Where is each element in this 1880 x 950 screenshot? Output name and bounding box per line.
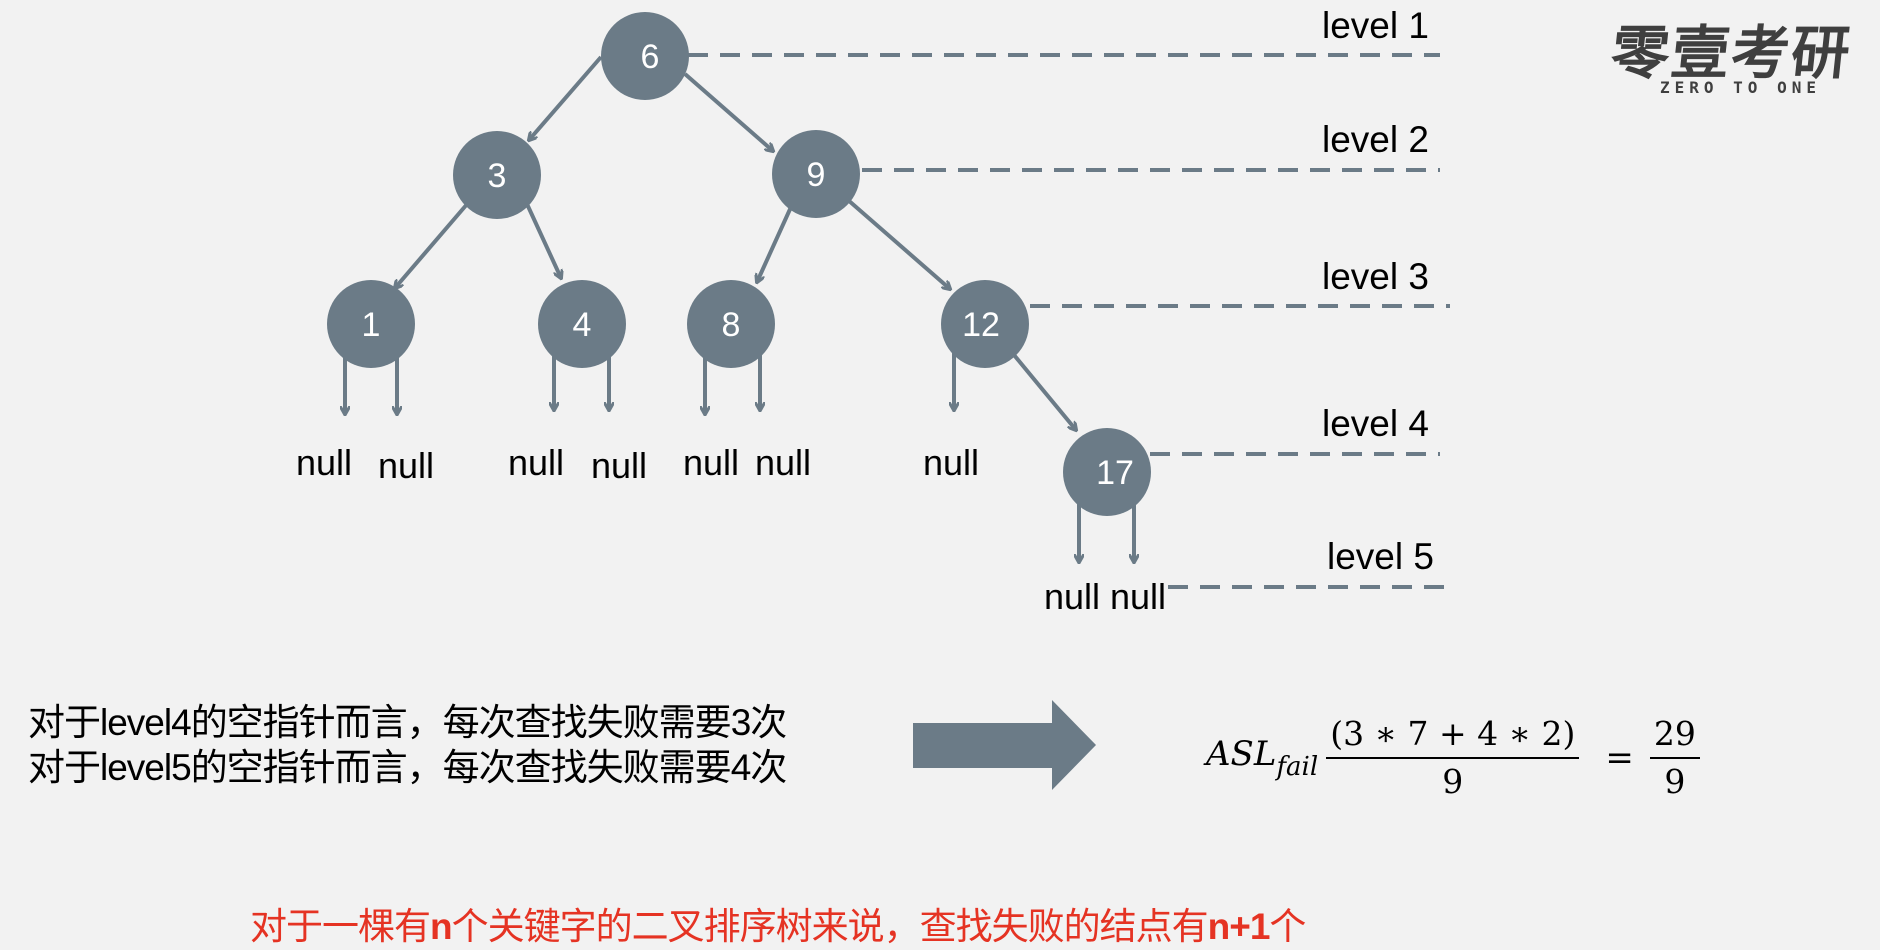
tree-node-9: 9 xyxy=(772,130,860,218)
tree-node-17: 17 xyxy=(1063,428,1151,516)
edge-6-3 xyxy=(529,55,603,140)
tree-node-1: 1 xyxy=(327,280,415,368)
edge-12-17 xyxy=(1012,353,1076,430)
node-label: 17 xyxy=(1096,454,1134,492)
fraction-denominator: 9 xyxy=(1442,762,1464,801)
caption-level-term: level4 xyxy=(100,702,192,743)
edge-3-1 xyxy=(395,201,470,288)
caption-text: 的空指针而言，每次查找失败需要 xyxy=(190,746,732,789)
null-label: null xyxy=(591,445,647,486)
tree-node-6: 6 xyxy=(601,12,689,100)
caption-text: 次 xyxy=(750,701,787,744)
level-5-label: level 5 xyxy=(1327,536,1434,577)
node-label: 6 xyxy=(641,38,660,76)
caption-level-term: level5 xyxy=(100,747,192,788)
result-denominator: 9 xyxy=(1664,762,1686,801)
edge-3-4 xyxy=(525,203,561,278)
node-label: 9 xyxy=(807,156,826,194)
result-numerator: 29 xyxy=(1653,714,1696,753)
conclusion-part: 对于一棵有 xyxy=(250,905,431,948)
level-4-label: level 4 xyxy=(1322,403,1429,444)
tree-node-4: 4 xyxy=(538,280,626,368)
caption-text: 的空指针而言，每次查找失败需要 xyxy=(190,701,732,744)
tree-node-3: 3 xyxy=(453,131,541,219)
null-label: null xyxy=(923,442,979,483)
caption-line-level5: 对于level5的空指针而言，每次查找失败需要4次 xyxy=(28,745,787,790)
asl-fail-formula: ASLfail (3 ∗ 7 + 4 ∗ 2) 9 = 29 9 xyxy=(1206,708,1700,808)
block-arrow-icon xyxy=(913,700,1096,790)
edge-6-9 xyxy=(683,72,773,151)
node-label: 4 xyxy=(573,306,592,344)
caption-count: 4 xyxy=(730,747,752,788)
conclusion-n-plus-1: n+1 xyxy=(1207,906,1271,947)
level-dashed-lines xyxy=(688,53,1450,589)
fraction-bar xyxy=(1326,757,1580,759)
conclusion-part: 个关键字的二叉排序树来说，查找失败的结点有 xyxy=(451,905,1209,948)
node-label: 3 xyxy=(488,157,507,195)
conclusion-text: 对于一棵有n个关键字的二叉排序树来说，查找失败的结点有n+1个 xyxy=(250,896,1306,950)
caption-line-level4: 对于level4的空指针而言，每次查找失败需要3次 xyxy=(28,700,787,745)
level-3-label: level 3 xyxy=(1322,256,1429,297)
result-fraction: 29 9 xyxy=(1649,711,1700,805)
level-labels: level 1 level 2 level 3 level 4 level 5 xyxy=(1322,5,1434,577)
null-arrows xyxy=(345,352,1134,562)
asl-symbol: ASLfail xyxy=(1206,734,1318,782)
conclusion-n: n xyxy=(430,906,453,947)
tree-node-12: 12 xyxy=(941,280,1029,368)
edge-9-12 xyxy=(846,198,950,289)
null-label: null xyxy=(378,445,434,486)
caption-text: 对于 xyxy=(28,701,101,744)
fraction-bar xyxy=(1649,757,1700,759)
caption-count: 3 xyxy=(730,702,752,743)
null-label: null xyxy=(755,442,811,483)
null-pointer-caption: 对于level4的空指针而言，每次查找失败需要3次 对于level5的空指针而言… xyxy=(28,700,787,790)
asl-subscript: fail xyxy=(1276,752,1319,782)
brand-logo: 零壹考研 ZERO TO ONE xyxy=(1608,0,1880,100)
tree-edges xyxy=(395,55,1076,430)
tree-node-8: 8 xyxy=(687,280,775,368)
null-label: null xyxy=(1110,576,1166,617)
edge-9-8 xyxy=(757,206,793,282)
logo-subtitle: ZERO TO ONE xyxy=(1660,78,1821,97)
null-label: null xyxy=(683,442,739,483)
null-label: null xyxy=(296,442,352,483)
node-label: 8 xyxy=(722,306,741,344)
equals-sign: = xyxy=(1605,738,1634,778)
tree-nodes: 6 3 9 1 4 8 12 17 xyxy=(327,12,1151,516)
level-2-label: level 2 xyxy=(1322,119,1429,160)
caption-text: 对于 xyxy=(28,746,101,789)
level-1-label: level 1 xyxy=(1322,5,1429,46)
node-label: 12 xyxy=(962,306,1000,344)
null-label: null xyxy=(1044,576,1100,617)
asl-fraction: (3 ∗ 7 + 4 ∗ 2) 9 xyxy=(1326,711,1580,805)
caption-text: 次 xyxy=(750,746,787,789)
conclusion-part: 个 xyxy=(1269,905,1306,948)
null-label: null xyxy=(508,442,564,483)
null-labels: null null null null null null null null … xyxy=(296,442,1166,617)
fraction-numerator: (3 ∗ 7 + 4 ∗ 2) xyxy=(1330,714,1576,753)
node-label: 1 xyxy=(362,306,381,344)
asl-text: ASL xyxy=(1206,734,1277,774)
